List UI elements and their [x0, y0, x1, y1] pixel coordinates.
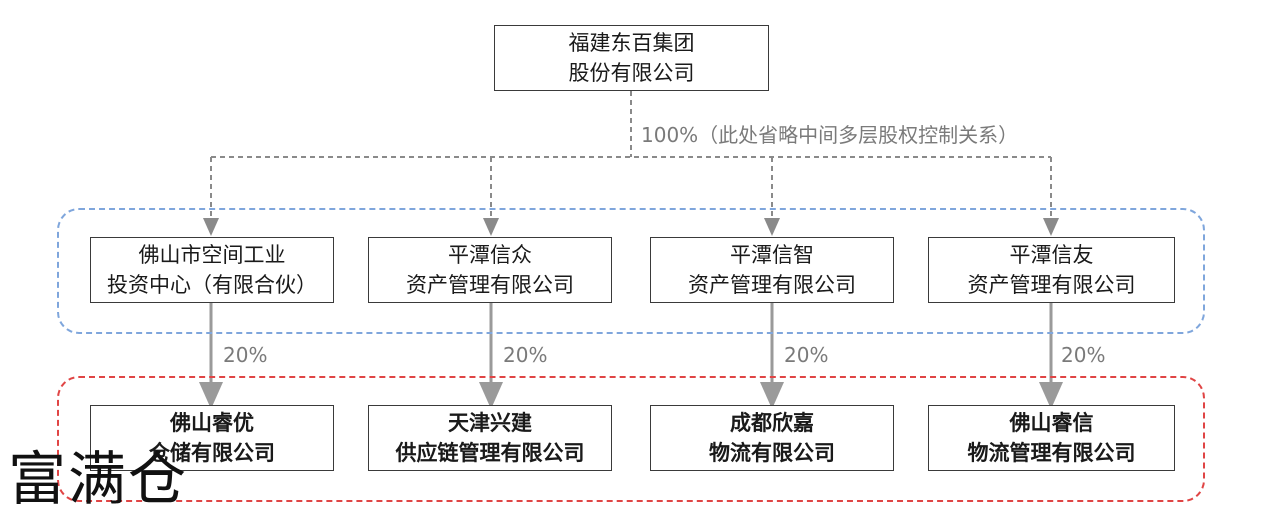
- edge-label-3: 20%: [784, 343, 829, 367]
- edge-label-2: 20%: [503, 343, 548, 367]
- middle-node-3-line2: 资产管理有限公司: [688, 273, 856, 297]
- bottom-node-4: 佛山睿信 物流管理有限公司: [928, 405, 1175, 471]
- middle-node-3: 平潭信智 资产管理有限公司: [650, 237, 894, 303]
- top-company-line2: 股份有限公司: [568, 61, 695, 85]
- bottom-node-1-line2: 仓储有限公司: [149, 441, 275, 465]
- bottom-node-2-line2: 供应链管理有限公司: [395, 441, 585, 465]
- top-company-line1: 福建东百集团: [568, 31, 695, 55]
- edge-label-4: 20%: [1061, 343, 1106, 367]
- middle-node-4: 平潭信友 资产管理有限公司: [928, 237, 1175, 303]
- middle-node-2-line1: 平潭信众: [448, 243, 532, 267]
- middle-node-1-line2: 投资中心（有限合伙）: [107, 273, 317, 297]
- top-edge-label: 100%（此处省略中间多层股权控制关系）: [641, 123, 1019, 147]
- edge-label-1: 20%: [223, 343, 268, 367]
- middle-node-1: 佛山市空间工业 投资中心（有限合伙）: [90, 237, 334, 303]
- bottom-node-3: 成都欣嘉 物流有限公司: [650, 405, 894, 471]
- bottom-node-3-line2: 物流有限公司: [709, 441, 835, 465]
- top-company-node: 福建东百集团 股份有限公司: [494, 25, 769, 91]
- bottom-node-2: 天津兴建 供应链管理有限公司: [368, 405, 612, 471]
- middle-node-3-line1: 平潭信智: [730, 243, 814, 267]
- middle-node-2-line2: 资产管理有限公司: [406, 273, 574, 297]
- bottom-node-4-line1: 佛山睿信: [1009, 411, 1094, 435]
- middle-group-frame: [57, 208, 1205, 334]
- bottom-node-2-line1: 天津兴建: [448, 411, 532, 435]
- middle-node-1-line1: 佛山市空间工业: [138, 243, 286, 267]
- bottom-node-3-line1: 成都欣嘉: [730, 411, 814, 435]
- bottom-group-frame: [57, 376, 1205, 502]
- middle-node-4-line2: 资产管理有限公司: [967, 273, 1136, 297]
- watermark-text: 富满仓: [8, 445, 189, 513]
- bottom-node-1-line1: 佛山睿优: [170, 411, 254, 435]
- middle-node-2: 平潭信众 资产管理有限公司: [368, 237, 612, 303]
- middle-node-4-line1: 平潭信友: [1009, 243, 1094, 267]
- bottom-node-4-line2: 物流管理有限公司: [967, 441, 1136, 465]
- bottom-node-1: 佛山睿优 仓储有限公司: [90, 405, 334, 471]
